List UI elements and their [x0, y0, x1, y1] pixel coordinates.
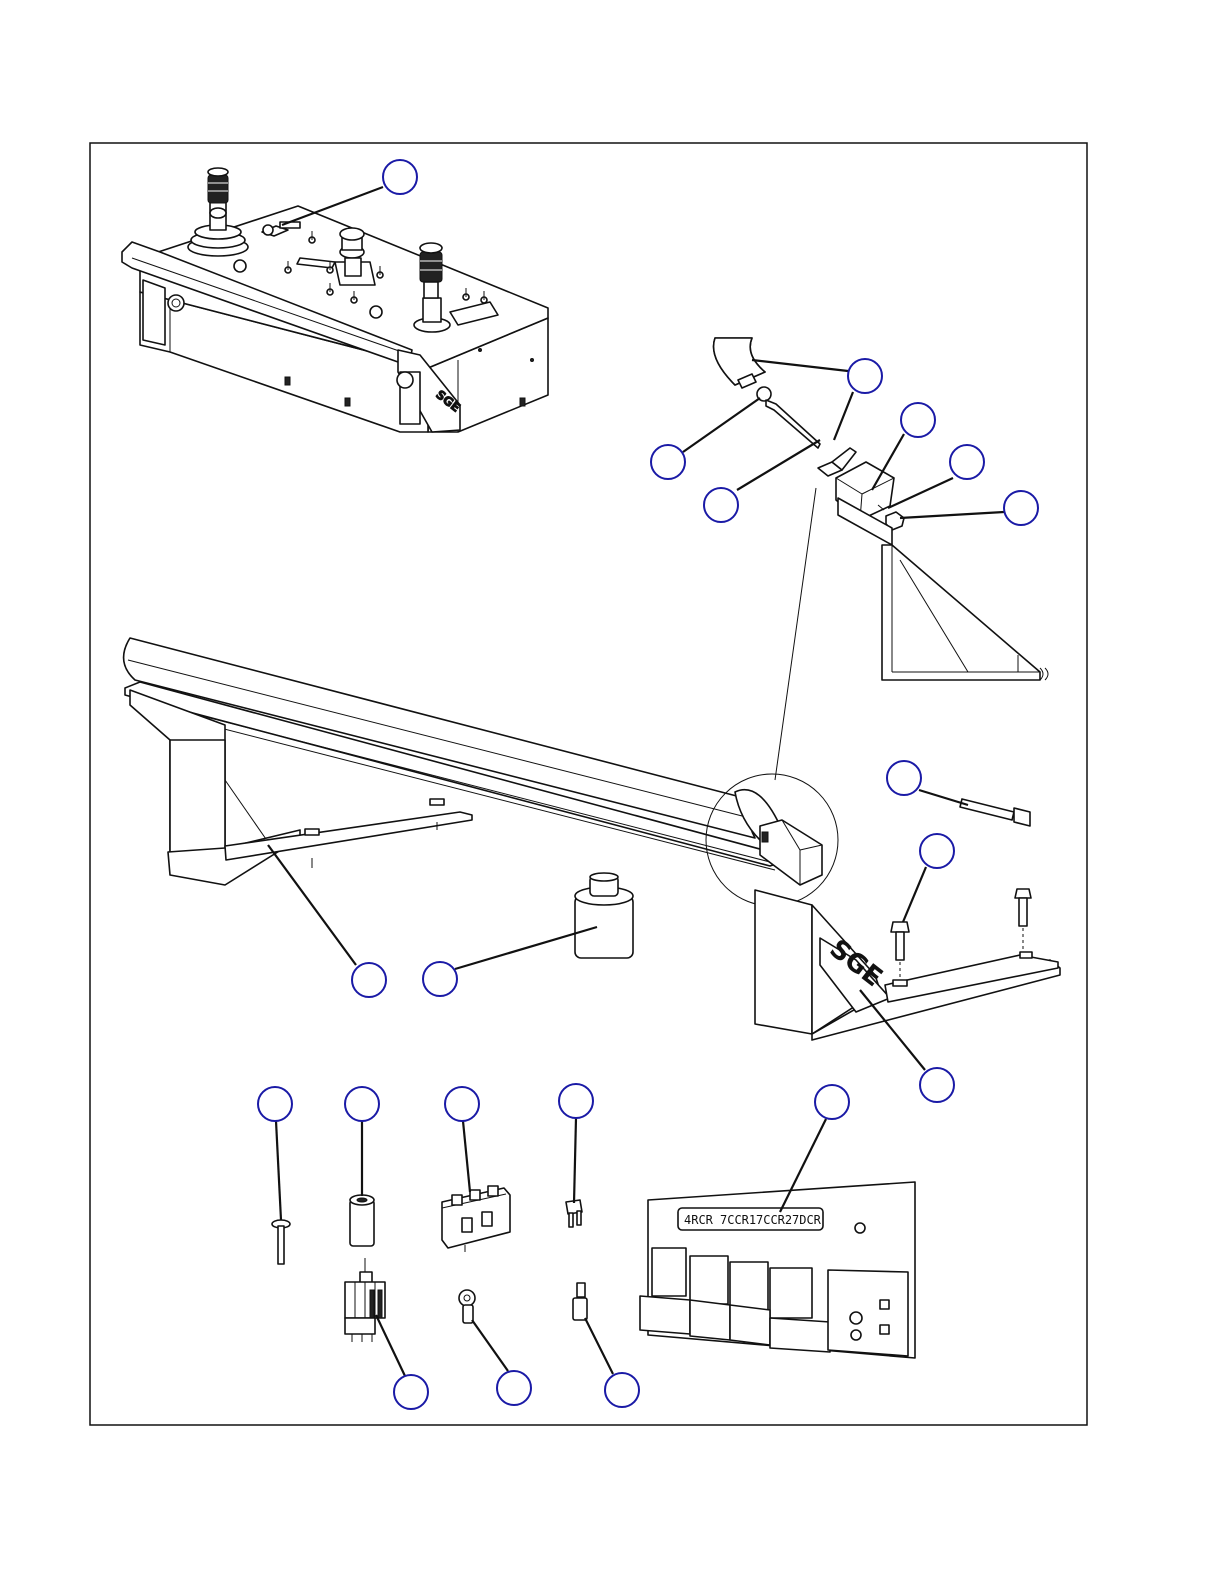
callout-ring-terminal [497, 1371, 531, 1405]
callout-long-bolt [887, 761, 921, 795]
callout-guard-pin [651, 445, 685, 479]
control-box-assembly: SGE [122, 168, 548, 432]
relay-label-3: 7CCR2 [756, 1213, 792, 1227]
callout-toggle-switch [394, 1375, 428, 1409]
callout-control-box [383, 160, 417, 194]
fuse-part [566, 1200, 582, 1227]
relay-label-4: 7DCR [792, 1213, 822, 1227]
long-bolt [960, 799, 1030, 826]
callout-small-screw [258, 1087, 292, 1121]
callout-guard-bracket [901, 403, 935, 437]
callout-knob [423, 962, 457, 996]
callout-relay-panel [815, 1085, 849, 1119]
callout-guard-cap [848, 359, 882, 393]
callout-guard-nut [1004, 491, 1038, 525]
main-guard-assembly: SGE [124, 638, 1060, 1040]
callout-mount-plate [352, 963, 386, 997]
callout-fuse [559, 1084, 593, 1118]
relay-label-1: 4RCR [684, 1213, 714, 1227]
guard-detail-view [714, 338, 1048, 780]
circuit-breaker-part [442, 1186, 510, 1252]
ring-terminal-part [459, 1290, 475, 1323]
toggle-switch-part [345, 1258, 385, 1342]
small-screw-part [272, 1220, 290, 1264]
switch-boot-part [350, 1195, 374, 1246]
butt-connector-part [573, 1283, 587, 1320]
knob-part [575, 873, 633, 958]
callout-guard-rod [704, 488, 738, 522]
callout-guard-washer [950, 445, 984, 479]
callout-short-bolt [920, 834, 954, 868]
callout-circuit-breaker [445, 1087, 479, 1121]
relay-panel-part: 4RCR 7CCR1 7CCR2 7DCR [640, 1182, 915, 1358]
relay-label-2: 7CCR1 [720, 1213, 756, 1227]
callout-switch-boot [345, 1087, 379, 1121]
callout-butt-connector [605, 1373, 639, 1407]
callout-decal [920, 1068, 954, 1102]
